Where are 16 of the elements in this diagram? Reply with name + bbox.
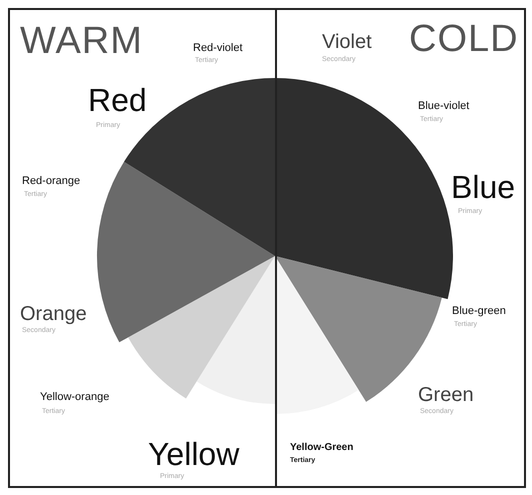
color-label: Yellow-orange	[40, 392, 110, 403]
panel-heading: WARM	[20, 22, 143, 60]
color-label: Blue-violet	[418, 101, 470, 112]
color-label: Yellow	[148, 438, 240, 470]
panel-heading: COLD	[409, 20, 519, 58]
color-label: Yellow-Green	[290, 443, 354, 453]
color-label: Orange	[20, 304, 87, 324]
color-label: Blue	[451, 171, 516, 203]
color-label: Red	[88, 84, 147, 116]
panel	[8, 8, 277, 488]
color-label: Red-orange	[22, 176, 80, 187]
color-label: Red-violet	[193, 43, 243, 54]
color-label: Blue-green	[452, 306, 506, 317]
color-label: Green	[418, 385, 474, 405]
color-label: Violet	[322, 32, 372, 52]
panel	[275, 8, 526, 488]
